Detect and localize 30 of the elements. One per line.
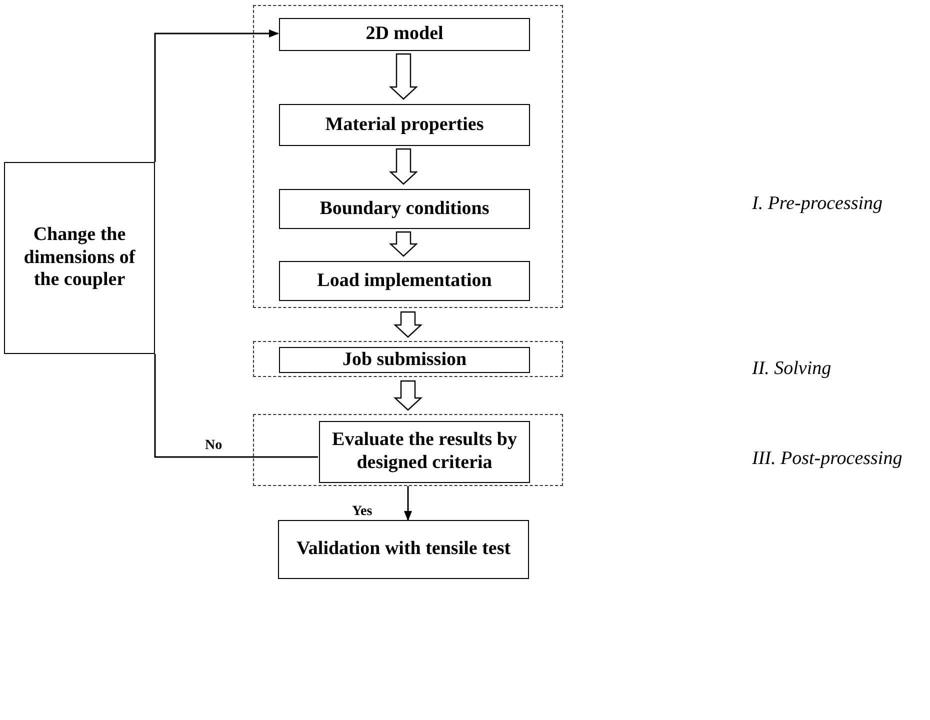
stage-group-box [253, 414, 563, 486]
stage-label: III. Post-processing [752, 448, 902, 470]
stage-group-box [253, 5, 563, 308]
stage-group-box [253, 341, 563, 377]
step-text: Change the dimensions of the coupler [22, 224, 136, 292]
step-text: Material properties [324, 114, 485, 136]
block-arrow [393, 311, 423, 338]
step-text: Boundary conditions [318, 198, 490, 220]
stage-label: II. Solving [752, 358, 832, 380]
stage-label: I. Pre-processing [752, 193, 883, 215]
arrow [154, 30, 279, 162]
step-text: Evaluate the results by designed criteria [331, 429, 518, 475]
step-text: Load implementation [316, 270, 493, 292]
process-box [319, 421, 530, 483]
arrow [404, 486, 412, 521]
process-box [279, 18, 530, 51]
process-box [279, 261, 530, 301]
process-box [4, 162, 155, 354]
step-text: Job submission [341, 348, 468, 372]
process-box [279, 104, 530, 146]
process-box [278, 520, 529, 579]
step-text: Validation with tensile test [295, 538, 512, 561]
step-text: 2D model [364, 23, 444, 46]
process-box [279, 189, 530, 229]
block-arrow [388, 53, 418, 100]
block-arrow [388, 148, 418, 185]
process-box [279, 347, 530, 373]
connector-line [154, 354, 318, 458]
block-arrow [393, 380, 423, 411]
block-arrow [388, 231, 418, 257]
